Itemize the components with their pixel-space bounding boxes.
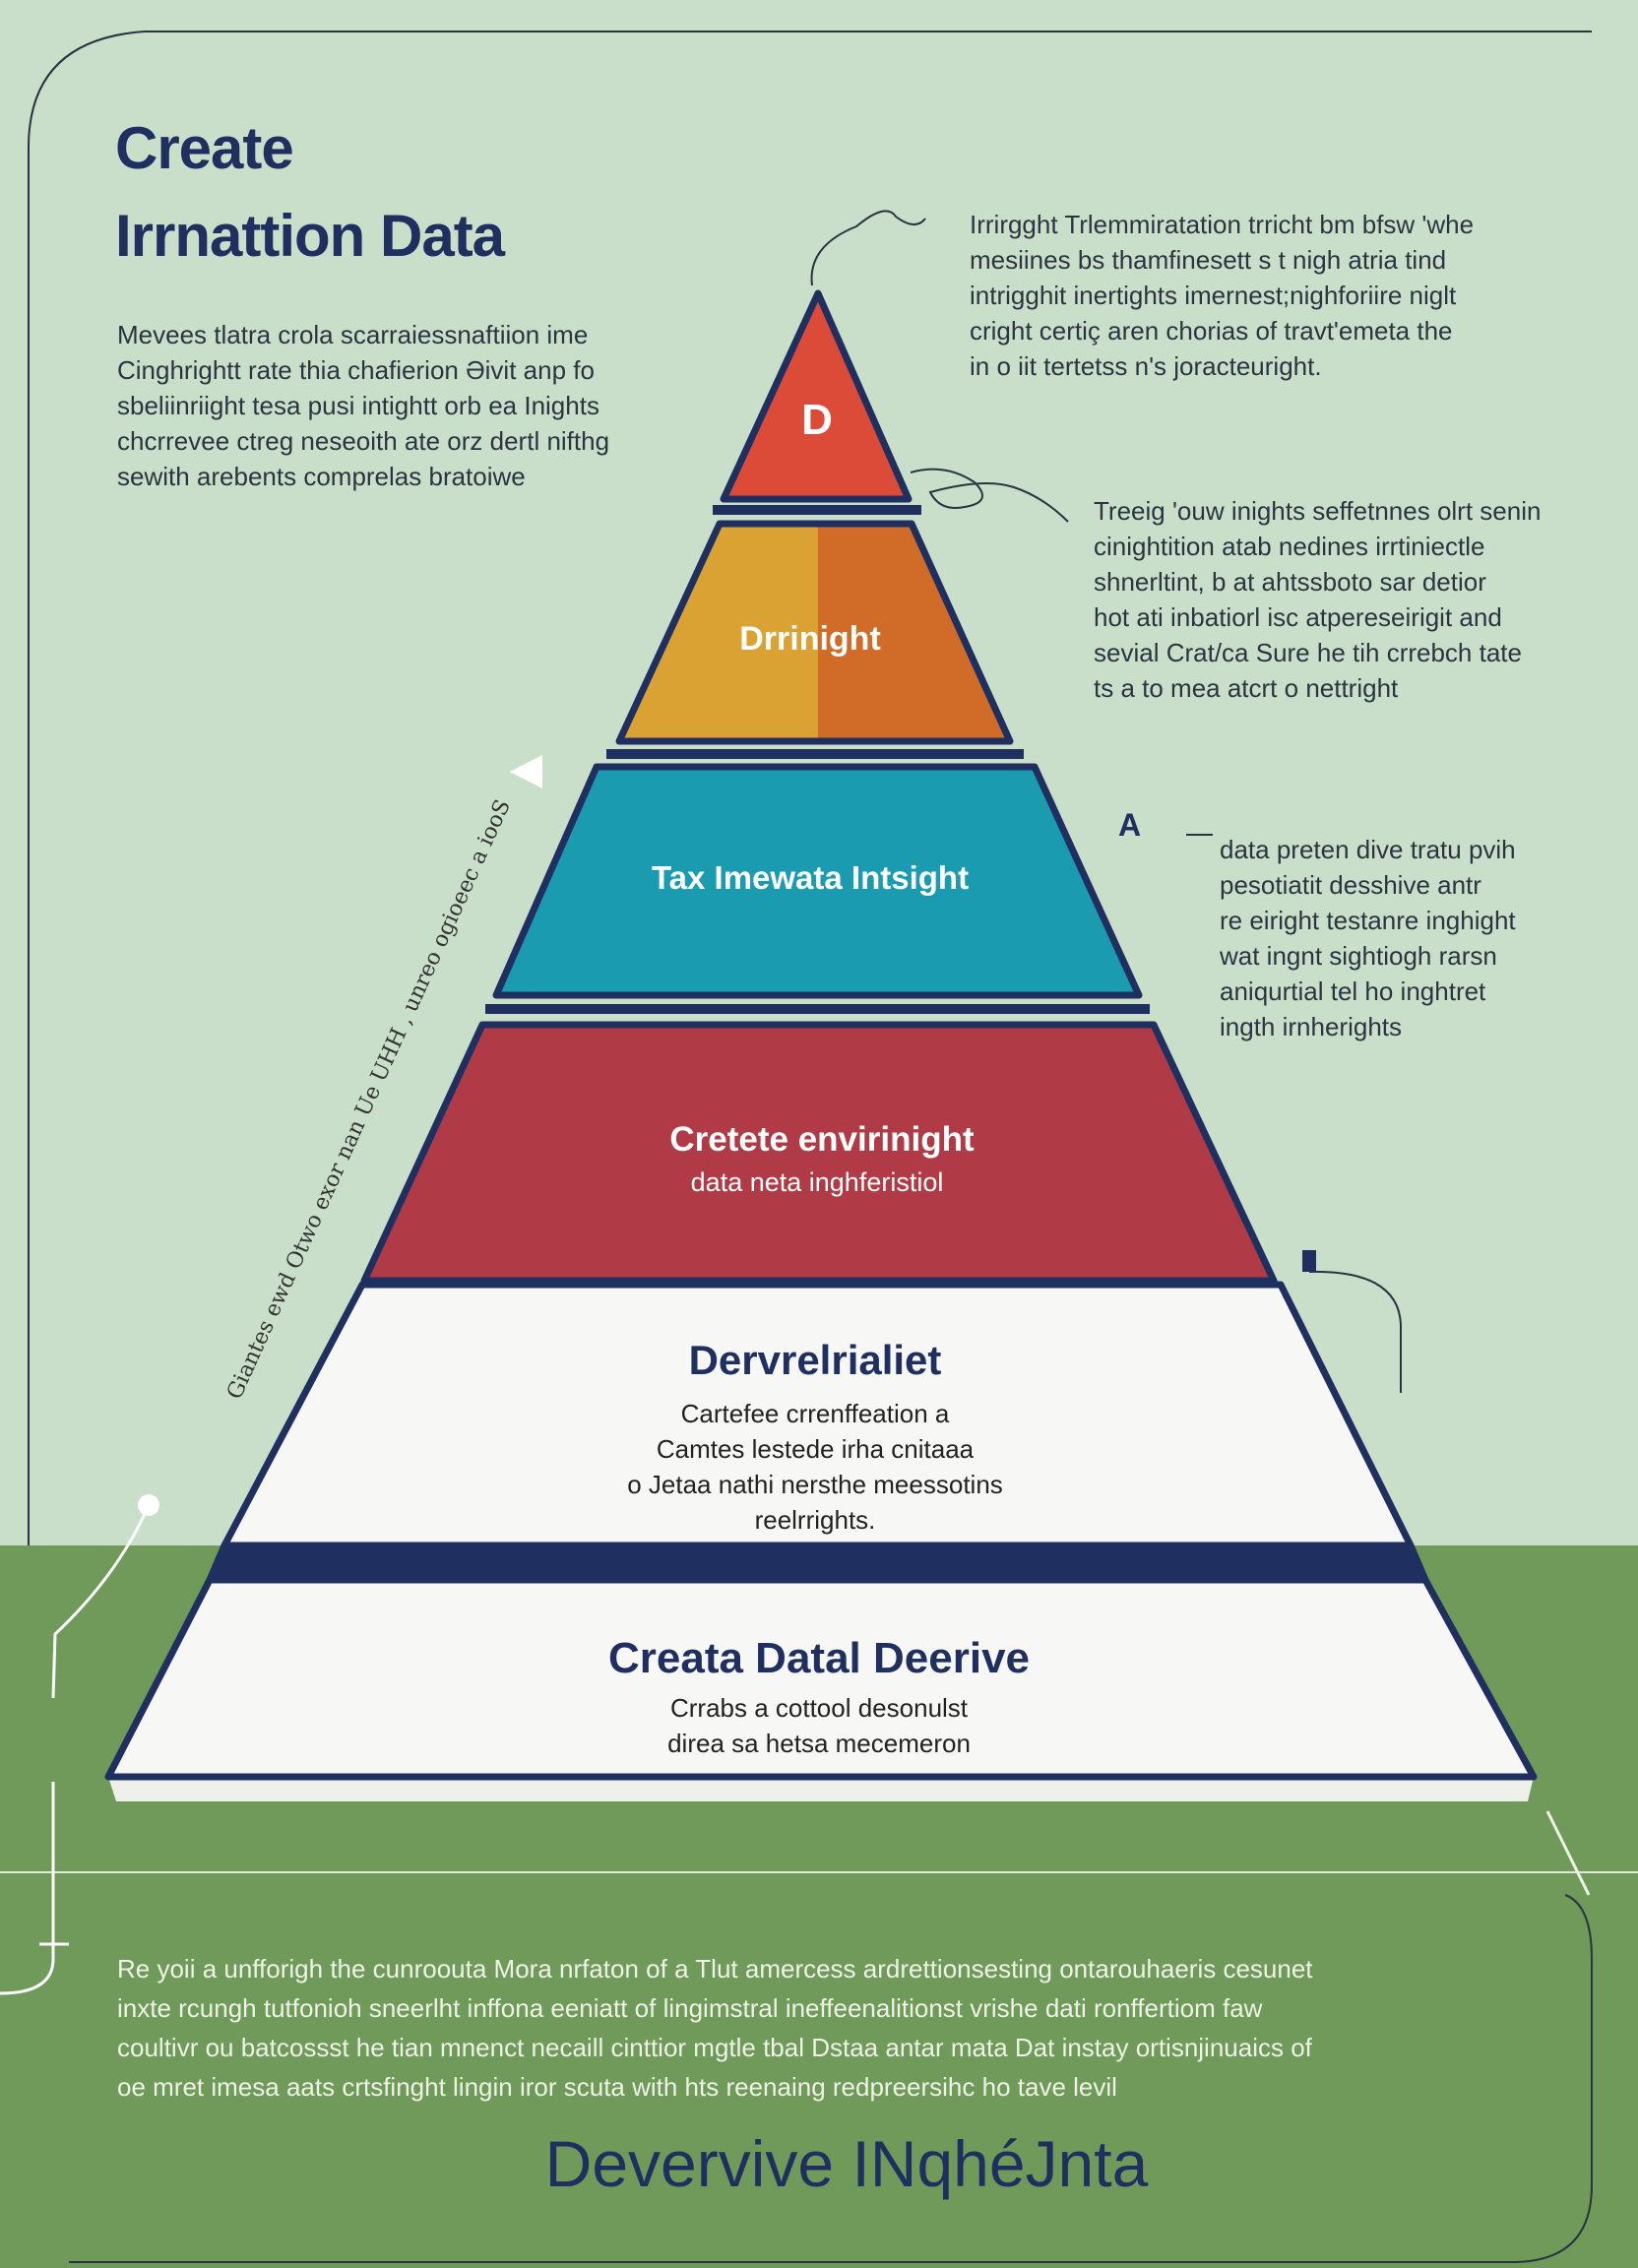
- pyramid-level-1: [720, 289, 913, 503]
- text-line: mesiines bs thamfinesett s t nigh atria …: [970, 245, 1447, 275]
- text-line: aniqurtial tel ho inghtret: [1220, 976, 1486, 1006]
- text-line: chcrrevee ctreg nesеoith ate orz dertl n…: [117, 426, 610, 456]
- pyramid-level-6: [104, 1576, 1538, 1781]
- pyramid-divider-band: [206, 1542, 1429, 1584]
- text-line: re eiright testanre inghight: [1220, 906, 1516, 935]
- pyramid: [104, 289, 1538, 1781]
- text-line: direa sa hetsa mecemeron: [667, 1729, 971, 1758]
- text-line: data preten dive tratu pvih: [1220, 835, 1516, 864]
- title-line-1: Create: [115, 115, 294, 181]
- text-line: wat ingnt sightiogh rarsn: [1220, 941, 1497, 971]
- text-line: cinightition atab nedines irrtiniectle: [1094, 532, 1485, 561]
- text-line: Crrabs a cottool desonulst: [669, 1693, 969, 1723]
- text-line: cright certiç aren chorias of travt'emet…: [970, 316, 1453, 346]
- level-4-label: Cretete envirinight: [669, 1120, 975, 1159]
- text-line: in o iit tertetss n's joracteuright.: [970, 351, 1322, 381]
- text-line: o Jetaa nathi nersthe meessotins: [627, 1470, 1003, 1499]
- text-line: Cinghrightt rate thia chafierion Əivit a…: [117, 355, 595, 385]
- text-line: oe mret imesa aats crtsfinght lingin iro…: [117, 2072, 1117, 2102]
- callout-3-marker: A: [1118, 807, 1142, 843]
- text-line: Mevees tlatra crola scarraiessnaftiion i…: [117, 320, 589, 349]
- level-4-sub: data neta inghferistiol: [690, 1167, 944, 1197]
- text-line: inxte rcungh tutfonioh sneerlht inffona …: [117, 1993, 1263, 2023]
- text-line: Treeig 'ouw inights seffetnnes olrt seni…: [1094, 496, 1542, 526]
- text-line: ts a to mea atcrt o nettright: [1094, 673, 1399, 703]
- pyramid-level-3: [492, 763, 1143, 999]
- pyramid-level-4: [360, 1021, 1278, 1285]
- text-line: reelrrights.: [754, 1505, 876, 1535]
- text-line: coultivr ou batcossst he tian mnenct nec…: [117, 2033, 1312, 2062]
- text-line: Re yoii a unfforigh the cunroouta Mora n…: [117, 1954, 1313, 1984]
- level-6-label: Creata Datal Deerive: [607, 1634, 1031, 1682]
- text-line: intrigghit inertights imernest;nighforii…: [970, 281, 1457, 310]
- callout-3: data preten dive tratu pvih pesotiatit d…: [1220, 832, 1516, 1044]
- footer-title: Devervive INqhéJnta: [544, 2127, 1149, 2200]
- text-line: ingth irnherights: [1220, 1012, 1402, 1041]
- text-line: sbeliinriight tesa pusi intightt orb ea …: [117, 391, 599, 420]
- text-line: sewith arebents comprelas bratoiwe: [117, 462, 526, 491]
- level-6-text: Crrabs a cottool desonulst direa sa hets…: [667, 1690, 971, 1761]
- intro-paragraph: Mevees tlatra crola scarraiessnaftiion i…: [117, 317, 609, 494]
- title-line-2: Irrnattion Data: [115, 203, 505, 269]
- footer-paragraph: Re yoii a unfforigh the cunroouta Mora n…: [117, 1949, 1313, 2107]
- text-line: hot ati inbatiorl isc atpereseirigit and: [1094, 602, 1502, 632]
- text-line: pesotiatit desshive antr: [1220, 870, 1481, 900]
- text-line: Cartefee crrenffeation a: [680, 1399, 950, 1428]
- callout-2: Treeig 'ouw inights seffetnnes olrt seni…: [1094, 493, 1541, 706]
- level-3-label: Tax Imewata Intsight: [651, 859, 970, 896]
- pyramid-level-2-left: [619, 524, 818, 741]
- text-line: sevial Crat/ca Sure he tih crrebch tate: [1094, 638, 1522, 667]
- pyramid-level-2-right: [818, 524, 1010, 741]
- text-line: Camtes lestede irha cnitaaa: [656, 1434, 975, 1464]
- text-line: shnerltint, b at ahtssboto sar detior: [1094, 567, 1486, 597]
- callout-1: Irrirgght Trlemmiratation trricht bm bfs…: [970, 207, 1474, 384]
- level-5-label: Dervrelrialiet: [688, 1337, 942, 1383]
- text-line: Irrirgght Trlemmiratation trricht bm bfs…: [970, 210, 1475, 239]
- level-1-label: D: [801, 396, 833, 444]
- level-2-label: Drrinight: [739, 620, 881, 658]
- level-5-text: Cartefee crrenffeation a Camtes lestede …: [627, 1396, 1003, 1538]
